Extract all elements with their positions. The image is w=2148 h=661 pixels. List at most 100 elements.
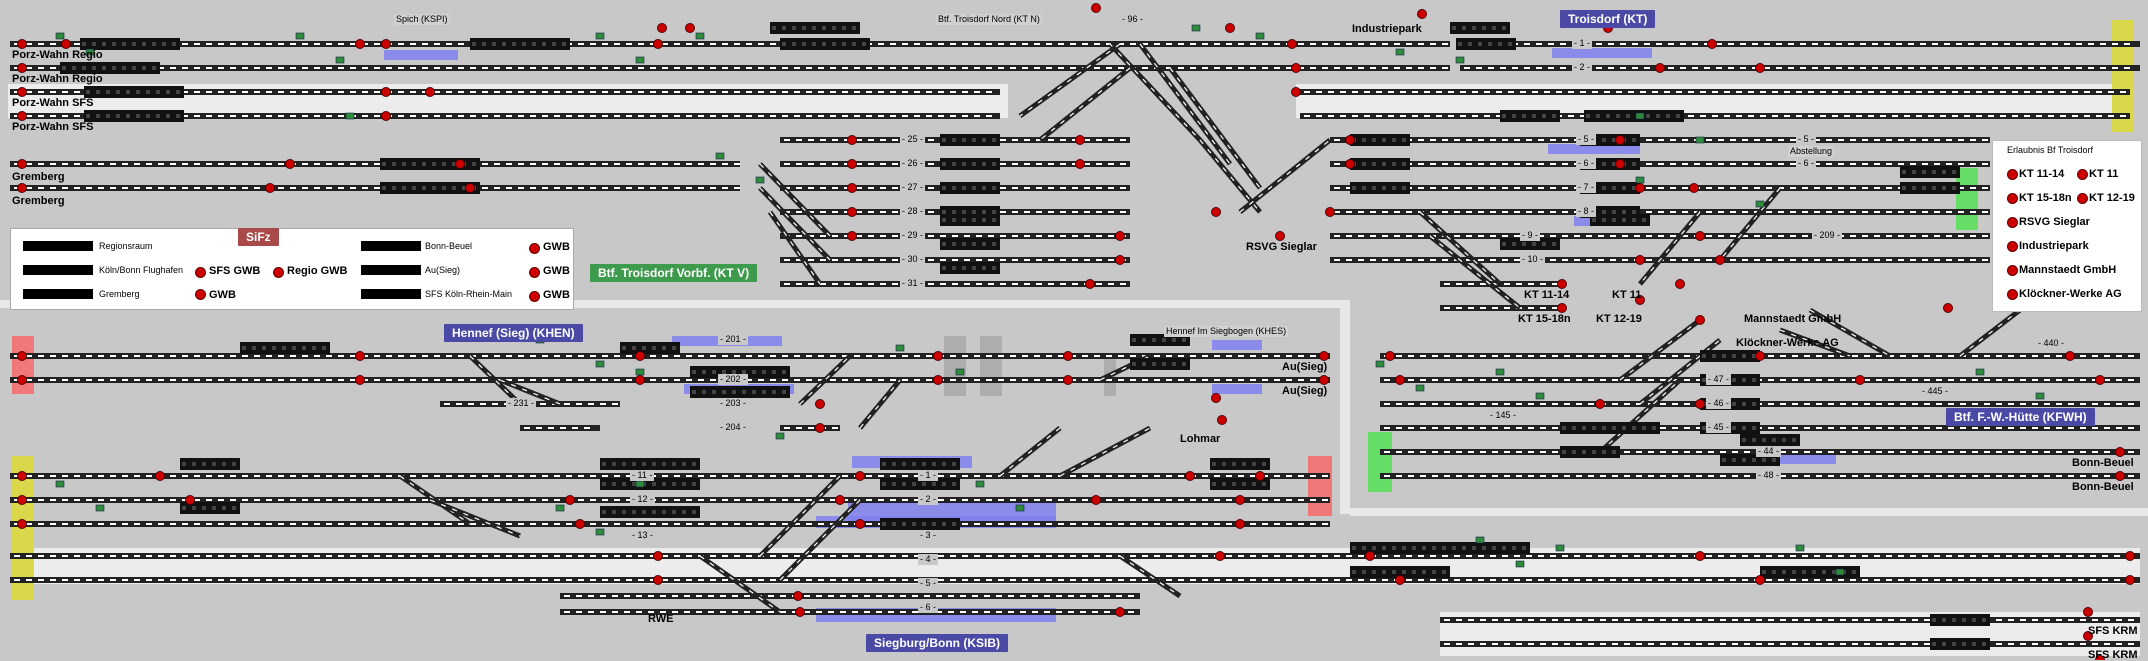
signal-green-icon[interactable] [1395, 48, 1405, 56]
signal-green-icon[interactable] [635, 56, 645, 64]
signal-icon[interactable] [793, 591, 803, 601]
signal-icon[interactable] [855, 519, 865, 529]
train-number-field[interactable] [600, 506, 700, 518]
signal-icon[interactable] [1635, 183, 1645, 193]
train-number-field[interactable] [1470, 542, 1530, 554]
signal-icon[interactable] [2125, 551, 2135, 561]
signal-icon[interactable] [1085, 279, 1095, 289]
train-number-field[interactable] [940, 158, 1000, 170]
signal-icon[interactable] [381, 111, 391, 121]
signal-icon[interactable] [933, 375, 943, 385]
signal-icon[interactable] [2115, 471, 2125, 481]
signal-green-icon[interactable] [1475, 536, 1485, 544]
train-number-field[interactable] [1560, 446, 1620, 458]
signal-icon[interactable] [1635, 295, 1645, 305]
signal-icon[interactable] [355, 351, 365, 361]
signal-icon[interactable] [465, 183, 475, 193]
signal-icon[interactable] [1075, 135, 1085, 145]
signal-icon[interactable] [847, 183, 857, 193]
signal-green-icon[interactable] [595, 528, 605, 536]
station-label-fw-huette[interactable]: Btf. F.-W.-Hütte (KFWH) [1946, 408, 2095, 426]
train-number-field[interactable] [940, 214, 1000, 226]
signal-icon[interactable] [1185, 471, 1195, 481]
train-number-field[interactable] [1210, 458, 1270, 470]
signal-icon[interactable] [17, 519, 27, 529]
signal-icon[interactable] [1557, 303, 1567, 313]
signal-icon[interactable] [657, 23, 667, 33]
signal-icon[interactable] [1755, 351, 1765, 361]
signal-icon[interactable] [155, 471, 165, 481]
signal-green-icon[interactable] [345, 112, 355, 120]
signal-icon[interactable] [933, 351, 943, 361]
signal-green-icon[interactable] [1495, 368, 1505, 376]
signal-icon[interactable] [17, 39, 27, 49]
signal-icon[interactable] [1325, 207, 1335, 217]
train-number-field[interactable] [690, 366, 790, 378]
train-number-field[interactable] [880, 478, 960, 490]
signal-green-icon[interactable] [1415, 384, 1425, 392]
signal-icon[interactable] [1063, 375, 1073, 385]
train-number-field[interactable] [380, 158, 480, 170]
signal-icon[interactable] [425, 87, 435, 97]
signal-green-icon[interactable] [695, 32, 705, 40]
signal-icon[interactable] [1755, 575, 1765, 585]
signal-green-icon[interactable] [1255, 32, 1265, 40]
signal-icon[interactable] [17, 111, 27, 121]
train-number-field[interactable] [1700, 350, 1760, 362]
signal-icon[interactable] [381, 87, 391, 97]
signal-icon[interactable] [2125, 575, 2135, 585]
signal-green-icon[interactable] [1375, 360, 1385, 368]
signal-icon[interactable] [1091, 3, 1101, 13]
signal-icon[interactable] [1943, 303, 1953, 313]
signal-icon[interactable] [17, 495, 27, 505]
signal-icon[interactable] [653, 575, 663, 585]
signal-green-icon[interactable] [1635, 176, 1645, 184]
train-number-field[interactable] [1450, 22, 1510, 34]
train-number-field[interactable] [940, 182, 1000, 194]
signal-icon[interactable] [1395, 575, 1405, 585]
signal-green-icon[interactable] [295, 32, 305, 40]
permission-signal-icon[interactable] [2007, 193, 2018, 204]
train-number-field[interactable] [600, 478, 700, 490]
signal-icon[interactable] [575, 519, 585, 529]
signal-icon[interactable] [847, 231, 857, 241]
signal-icon[interactable] [795, 607, 805, 617]
signal-icon[interactable] [1365, 551, 1375, 561]
signal-icon[interactable] [455, 159, 465, 169]
signal-icon[interactable] [653, 551, 663, 561]
signal-icon[interactable] [565, 495, 575, 505]
station-label-hennef[interactable]: Hennef (Sieg) (KHEN) [444, 324, 583, 342]
signal-icon[interactable] [17, 471, 27, 481]
signal-green-icon[interactable] [335, 56, 345, 64]
signal-green-icon[interactable] [895, 344, 905, 352]
signal-icon[interactable] [2095, 375, 2105, 385]
permission-signal-icon[interactable] [2007, 169, 2018, 180]
signal-icon[interactable] [1291, 63, 1301, 73]
signal-green-icon[interactable] [55, 480, 65, 488]
signal-icon[interactable] [1217, 415, 1227, 425]
signal-green-icon[interactable] [1555, 544, 1565, 552]
permission-signal-icon[interactable] [2007, 241, 2018, 252]
signal-icon[interactable] [265, 183, 275, 193]
permission-signal-icon[interactable] [2007, 217, 2018, 228]
signal-green-icon[interactable] [635, 368, 645, 376]
signal-icon[interactable] [2083, 607, 2093, 617]
signal-icon[interactable] [2115, 447, 2125, 457]
signal-icon[interactable] [847, 159, 857, 169]
signal-icon[interactable] [1695, 551, 1705, 561]
signal-icon[interactable] [1695, 315, 1705, 325]
signal-green-icon[interactable] [1975, 368, 1985, 376]
train-number-field[interactable] [1740, 434, 1800, 446]
signal-icon[interactable] [61, 39, 71, 49]
signal-icon[interactable] [1635, 255, 1645, 265]
signal-green-icon[interactable] [2035, 392, 2045, 400]
signal-icon[interactable] [1255, 471, 1265, 481]
train-number-field[interactable] [620, 342, 680, 354]
signal-icon[interactable] [1695, 399, 1705, 409]
train-number-field[interactable] [1930, 638, 1990, 650]
signal-icon[interactable] [1063, 351, 1073, 361]
signal-icon[interactable] [1225, 23, 1235, 33]
signal-icon[interactable] [17, 63, 27, 73]
train-number-field[interactable] [84, 110, 184, 122]
signal-icon[interactable] [17, 351, 27, 361]
